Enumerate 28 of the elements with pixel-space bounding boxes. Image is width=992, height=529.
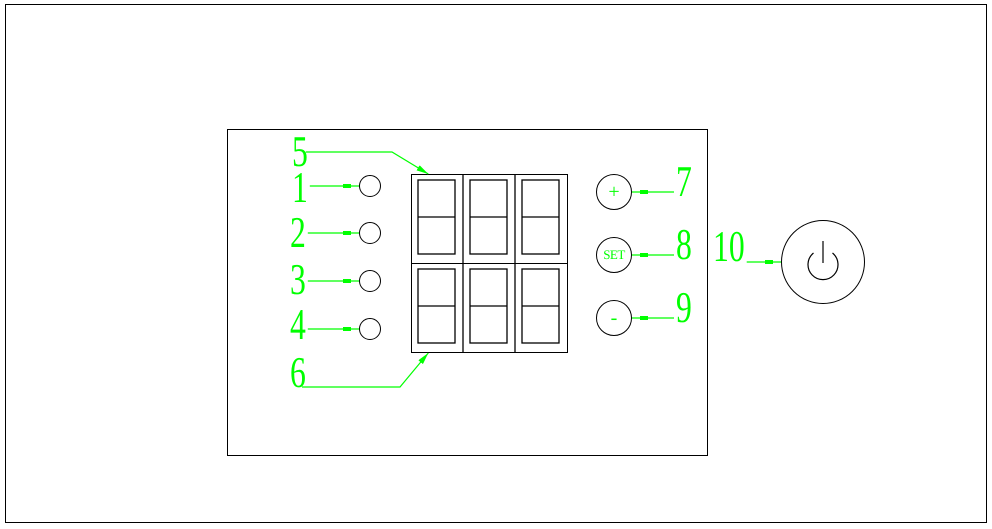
- callout-number: 6: [290, 353, 306, 393]
- callout-number: 3: [290, 260, 306, 300]
- callout-number: 7: [676, 162, 692, 202]
- digit-display-row: [411, 174, 568, 264]
- digit-display-row: [411, 263, 568, 353]
- callout-number: 10: [713, 227, 745, 267]
- callout-number: 9: [676, 288, 692, 328]
- leader-line: [306, 151, 429, 175]
- indicator-light: [359, 318, 381, 340]
- leader-line: [310, 184, 359, 188]
- round-button: -: [596, 300, 632, 336]
- callout-number: 8: [676, 225, 692, 265]
- leader-line: [632, 316, 674, 320]
- round-button: SET: [596, 237, 632, 273]
- indicator-light: [359, 222, 381, 244]
- indicator-light: [359, 175, 381, 197]
- indicator-light: [359, 270, 381, 292]
- leader-line: [308, 279, 359, 283]
- callout-number: 4: [290, 305, 306, 345]
- power-button: [781, 220, 865, 304]
- round-button: +: [596, 174, 632, 210]
- leader-line: [632, 190, 674, 194]
- callout-number: 2: [290, 213, 306, 253]
- leader-line: [302, 352, 429, 388]
- leader-line: [308, 231, 359, 235]
- leader-line: [308, 327, 359, 331]
- leader-line: [746, 260, 781, 264]
- leader-line: [632, 253, 674, 257]
